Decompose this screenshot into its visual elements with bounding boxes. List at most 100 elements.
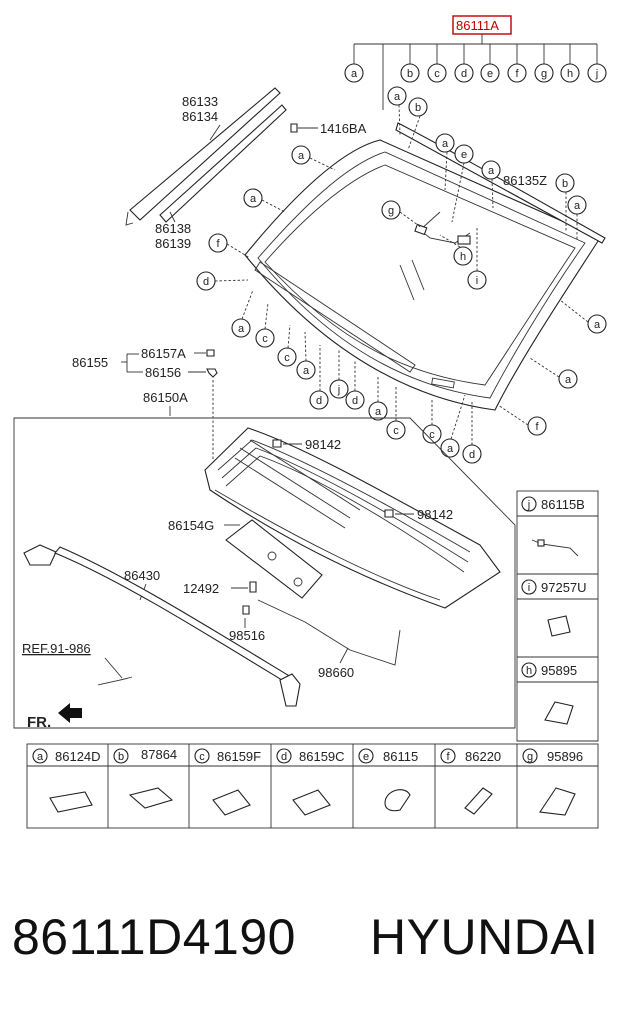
bottom-part-86220: 86220 [465,749,501,764]
washer-hose[interactable] [257,599,401,666]
side-table: j 86115B i 97257U h 95895 [516,490,599,742]
parts-diagram: 86111A a b c d e f g h j 86133 86134 861… [13,15,607,829]
side-part-86115B: 86115B [541,497,585,512]
svg-text:d: d [469,449,475,461]
screw-icon[interactable] [249,581,257,593]
svg-text:j: j [337,384,340,396]
svg-text:a: a [375,406,382,418]
top-callout-row: a b c d e f g h j [344,63,607,83]
side-part-95895: 95895 [541,663,577,678]
svg-text:b: b [407,68,413,80]
svg-text:a: a [447,443,454,455]
svg-text:a: a [37,751,44,763]
label-86139: 86139 [155,236,191,251]
label-86134: 86134 [182,109,218,124]
svg-text:g: g [527,751,533,763]
label-98142-b: 98142 [417,507,453,522]
bottom-part-86159C: 86159C [299,749,345,764]
front-label: FR. [27,714,51,731]
svg-text:a: a [250,193,257,205]
dam-icon [464,787,493,815]
svg-text:g: g [541,68,547,80]
nut-icon[interactable] [206,368,218,378]
bumper-icon [384,789,411,812]
svg-text:f: f [446,751,450,763]
label-86138: 86138 [155,221,191,236]
cowl-panel-box [13,417,516,729]
svg-text:f: f [535,421,539,433]
svg-text:c: c [434,68,440,80]
side-part-97257U: 97257U [541,580,587,595]
cowl-panel[interactable] [204,427,501,609]
svg-text:g: g [388,205,394,217]
svg-text:f: f [515,68,519,80]
svg-text:d: d [461,68,467,80]
grommet-icon[interactable] [272,439,282,448]
front-arrow-icon [58,703,82,723]
svg-text:a: a [565,374,572,386]
callout-bracket [353,34,598,110]
label-reference: REF.91-986 [22,641,91,656]
svg-text:a: a [488,165,495,177]
svg-text:d: d [281,751,287,763]
svg-text:a: a [442,138,449,150]
label-86133: 86133 [182,94,218,109]
label-86156: 86156 [145,365,181,380]
label-86154G: 86154G [168,518,214,533]
wire-icon [531,539,579,557]
cowl-cover[interactable] [225,519,323,599]
label-86150A: 86150A [143,390,188,405]
bottom-part-87864: 87864 [141,747,177,762]
svg-text:b: b [562,178,568,190]
svg-text:j: j [595,68,598,80]
svg-text:a: a [238,323,245,335]
mount-icon [539,787,576,816]
grommet-icon-2[interactable] [384,509,394,518]
svg-text:h: h [526,665,532,677]
svg-text:b: b [118,751,124,763]
svg-text:c: c [262,333,268,345]
svg-text:e: e [363,751,369,763]
bolt-icon[interactable] [206,349,215,357]
bracket-icon [544,701,574,725]
brand-name: HYUNDAI [370,909,599,965]
svg-text:j: j [527,499,530,511]
label-98142-a: 98142 [305,437,341,452]
svg-text:a: a [351,68,358,80]
svg-text:e: e [461,149,467,161]
windshield-glass[interactable] [244,139,601,411]
label-86430: 86430 [124,568,160,583]
svg-text:i: i [476,275,478,287]
svg-text:i: i [528,582,530,594]
bottom-part-86124D: 86124D [55,749,101,764]
cowl-seal[interactable] [23,544,301,707]
label-98516: 98516 [229,628,265,643]
svg-text:a: a [303,365,310,377]
bottom-table: a 86124D b 87864 c 86159F d 86159C e 861… [26,743,599,829]
svg-text:h: h [460,251,466,263]
label-86155: 86155 [72,355,108,370]
bottom-part-95896: 95896 [547,749,583,764]
label-1416BA: 1416BA [320,121,367,136]
svg-text:d: d [203,276,209,288]
spacer-icon [128,787,174,809]
bottom-part-86115: 86115 [383,749,418,764]
clip-bracket-icon-2 [292,789,331,816]
svg-text:c: c [199,751,205,763]
svg-text:f: f [216,238,220,250]
label-98660: 98660 [318,665,354,680]
nozzle-icon[interactable] [242,605,250,615]
svg-text:h: h [567,68,573,80]
clip-icon[interactable] [290,123,298,133]
bottom-part-86159F: 86159F [217,749,261,764]
svg-text:d: d [352,395,358,407]
roof-molding[interactable] [125,87,287,226]
part-number: 86111D4190 [12,909,296,965]
svg-text:a: a [298,150,305,162]
svg-text:c: c [429,429,435,441]
label-12492: 12492 [183,581,219,596]
svg-text:a: a [394,91,401,103]
svg-text:d: d [316,395,322,407]
svg-text:e: e [487,68,493,80]
highlight-part-label[interactable]: 86111A [456,18,499,33]
